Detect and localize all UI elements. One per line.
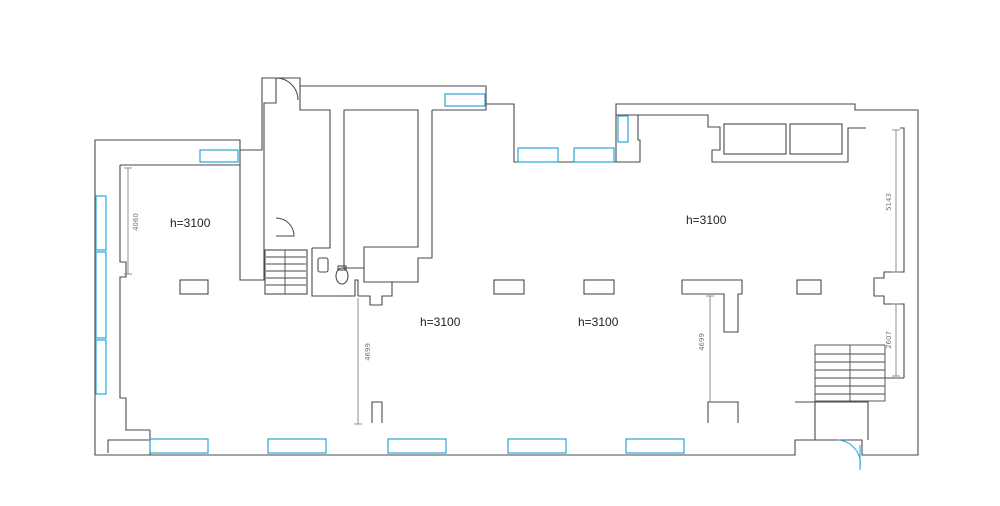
dimension-lines <box>124 129 900 425</box>
columns <box>179 279 822 333</box>
right-stair <box>795 344 904 440</box>
windows <box>95 93 685 454</box>
height-label-left: h=3100 <box>170 216 211 230</box>
height-label-right: h=3100 <box>686 213 727 227</box>
dim-label-left-room: 4060 <box>132 213 140 231</box>
height-label-center: h=3100 <box>420 315 461 329</box>
bottom-pilasters <box>149 401 739 455</box>
outer-walls <box>94 77 919 456</box>
dim-label-center-left: 4699 <box>364 343 372 361</box>
doors <box>275 77 861 470</box>
height-label-center-right: h=3100 <box>578 315 619 329</box>
center-shafts <box>343 104 487 306</box>
dim-label-center-right: 4699 <box>698 333 706 351</box>
left-partitions <box>239 78 359 297</box>
right-upper-walls <box>616 114 905 378</box>
dim-label-right-bottom: 2607 <box>885 331 893 349</box>
wc-stair-block <box>266 250 352 297</box>
dim-label-right-top: 5143 <box>885 193 893 211</box>
